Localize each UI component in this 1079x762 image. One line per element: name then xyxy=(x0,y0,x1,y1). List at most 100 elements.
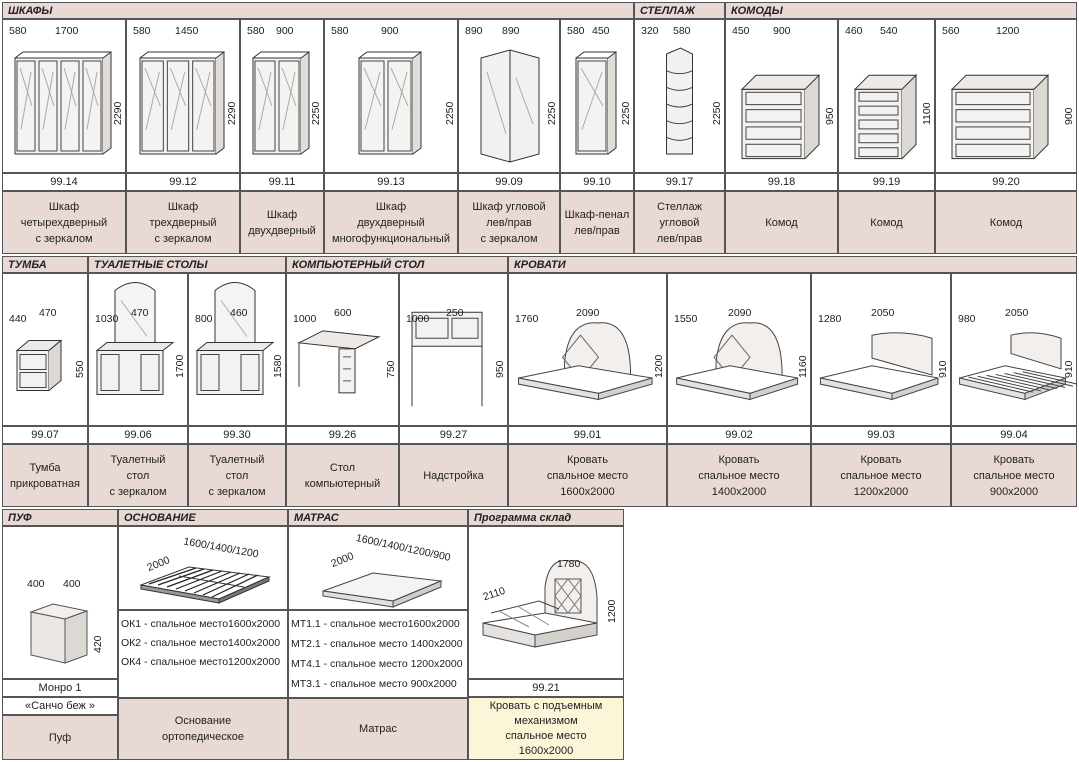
item-name: Шкаф трехдверный с зеркалом xyxy=(126,191,240,254)
item-dim-2: 450 xyxy=(592,25,610,37)
item-code: 99.06 xyxy=(88,426,188,444)
item-dim-1: 800 xyxy=(195,313,213,325)
item-drawing xyxy=(297,330,381,394)
item-picture: 890 890 2250 xyxy=(458,19,560,173)
item-name: Шкаф двухдверный xyxy=(240,191,324,254)
pouf-code: Монро 1 xyxy=(2,679,118,697)
pouf-dim-h: 420 xyxy=(92,635,104,653)
item-dim-2: 2050 xyxy=(1005,307,1029,319)
pouf-name: Пуф xyxy=(2,715,118,760)
item-dim-1: 460 xyxy=(845,25,863,37)
mattress-spec-item: МТ1.1 - спальное место1600х2000 xyxy=(291,618,460,630)
item-dim-h: 550 xyxy=(74,360,86,378)
item-drawing xyxy=(14,51,112,155)
section-tomsk: Программа склад г.Томска xyxy=(468,509,624,537)
item-name: Комод xyxy=(838,191,935,254)
pouf-color: «Санчо беж » xyxy=(2,697,118,715)
pouf-dim-a: 400 xyxy=(27,578,45,590)
item-dim-2: 2090 xyxy=(576,307,600,319)
item-dim-h: 950 xyxy=(824,107,836,125)
section-pouf: ПУФ xyxy=(2,509,118,526)
item-picture: 980 2050 910 xyxy=(951,273,1077,426)
base-name: Основание ортопедическое xyxy=(118,698,288,760)
item-dim-1: 1550 xyxy=(674,313,698,325)
item-picture: 460 540 1100 xyxy=(838,19,935,173)
item-dim-h: 1100 xyxy=(921,102,933,125)
item-name: Комод xyxy=(725,191,838,254)
item-dim-h: 910 xyxy=(937,360,949,378)
item-code: 99.14 xyxy=(2,173,126,191)
tomsk-code: 99.21 xyxy=(468,679,624,697)
item-picture: 1000 600 750 xyxy=(286,273,399,426)
section-computer-desk: КОМПЬЮТЕРНЫЙ СТОЛ xyxy=(286,256,508,273)
item-code: 99.19 xyxy=(838,173,935,191)
section-beds: КРОВАТИ xyxy=(508,256,1077,273)
base-spec-item: ОК4 - спальное место1200х2000 xyxy=(121,656,281,668)
item-code: 99.04 xyxy=(951,426,1077,444)
item-name: Шкаф угловой лев/прав с зеркалом xyxy=(458,191,560,254)
item-name: Шкаф четырехдверный с зеркалом xyxy=(2,191,126,254)
item-drawing xyxy=(95,282,175,395)
item-drawing xyxy=(575,51,617,155)
item-name: Шкаф двухдверный многофункциональный xyxy=(324,191,458,254)
item-drawing xyxy=(15,339,63,391)
item-drawing xyxy=(740,74,821,160)
section-nightstand: ТУМБА xyxy=(2,256,88,273)
mattress-spec-list: МТ1.1 - спальное место1600х2000 МТ2.1 - … xyxy=(288,610,468,698)
item-dim-h: 2250 xyxy=(711,101,723,125)
item-drawing xyxy=(853,74,918,160)
item-name: Шкаф-пенал лев/прав xyxy=(560,191,634,254)
item-dim-h: 2250 xyxy=(444,101,456,125)
item-name: Стеллаж угловой лев/прав xyxy=(634,191,725,254)
item-drawing xyxy=(411,311,483,407)
tomsk-name: Кровать с подъемным механизмом спальное … xyxy=(468,697,624,760)
item-dim-h: 750 xyxy=(385,360,397,378)
item-dim-1: 580 xyxy=(133,25,151,37)
item-name: Туалетный стол с зеркалом xyxy=(188,444,286,507)
item-name: Стол компьютерный xyxy=(286,444,399,507)
item-picture: 580 900 2250 xyxy=(240,19,324,173)
item-dim-h: 950 xyxy=(494,360,506,378)
pouf-dim-b: 400 xyxy=(63,578,81,590)
item-dim-2: 470 xyxy=(39,307,57,319)
item-drawing xyxy=(676,322,799,401)
tomsk-dim-h: 1200 xyxy=(606,599,618,623)
item-picture: 450 900 950 xyxy=(725,19,838,173)
item-code: 99.30 xyxy=(188,426,286,444)
item-dim-2: 460 xyxy=(230,307,248,319)
item-dim-1: 580 xyxy=(331,25,349,37)
item-dim-1: 1760 xyxy=(515,313,539,325)
item-picture: 1000 250 950 xyxy=(399,273,508,426)
item-dim-1: 580 xyxy=(247,25,265,37)
item-dim-h: 2290 xyxy=(226,101,238,125)
mattress-name: Матрас xyxy=(288,698,468,760)
item-dim-1: 450 xyxy=(732,25,750,37)
mattress-picture: 2000 1600/1400/1200/900 xyxy=(288,526,468,610)
item-drawing xyxy=(819,332,939,401)
base-spec-item: ОК1 - спальное место1600х2000 xyxy=(121,618,281,630)
item-dim-2: 580 xyxy=(673,25,691,37)
item-code: 99.10 xyxy=(560,173,634,191)
item-dim-1: 1000 xyxy=(406,313,430,325)
pouf-drawing xyxy=(29,603,89,664)
item-dim-2: 600 xyxy=(334,307,352,319)
item-picture: 1760 2090 1200 xyxy=(508,273,667,426)
item-name: Тумба прикроватная xyxy=(2,444,88,507)
item-name: Кровать спальное место 1200х2000 xyxy=(811,444,951,507)
base-spec-list: ОК1 - спальное место1600х2000 ОК2 - спал… xyxy=(118,610,288,698)
item-picture: 1030 470 1700 xyxy=(88,273,188,426)
item-dim-2: 1450 xyxy=(175,25,199,37)
section-wardrobes: ШКАФЫ xyxy=(2,2,634,19)
item-code: 99.02 xyxy=(667,426,811,444)
item-drawing xyxy=(959,332,1076,401)
mattress-spec-item: МТ4.1 - спальное место 1200х2000 xyxy=(291,658,463,670)
section-rack: СТЕЛЛАЖ xyxy=(634,2,725,19)
item-dim-h: 2290 xyxy=(112,101,124,125)
item-drawing xyxy=(139,51,225,155)
item-code: 99.27 xyxy=(399,426,508,444)
section-mattress: МАТРАС xyxy=(288,509,468,526)
mattress-spec-item: МТ3.1 - спальное место 900х2000 xyxy=(291,678,457,690)
item-dim-h: 910 xyxy=(1063,360,1075,378)
item-picture: 1280 2050 910 xyxy=(811,273,951,426)
item-code: 99.07 xyxy=(2,426,88,444)
